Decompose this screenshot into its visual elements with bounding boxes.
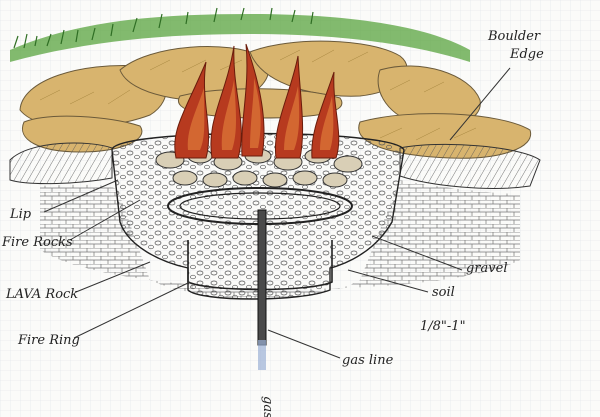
leader-lines: [43, 67, 511, 359]
flame-highlights: [187, 78, 334, 150]
lip-left: [9, 142, 113, 185]
grass-blades: [13, 7, 314, 49]
label-lip: Lip: [9, 207, 32, 222]
label-boulder: Boulder: [487, 29, 541, 44]
label-gas: gas: [260, 396, 275, 417]
label-lava-rock: LAVA Rock: [5, 287, 78, 302]
label-fire-rocks: Fire Rocks: [1, 235, 73, 250]
label-fire-ring: Fire Ring: [17, 333, 80, 348]
gas-pipe-inlet: [258, 340, 266, 370]
label-soil: soil: [432, 285, 455, 300]
label-gravel: gravel: [466, 261, 507, 276]
label-gas-line: gas line: [342, 353, 394, 368]
boulder-shading: [39, 49, 477, 141]
lip-right: [399, 143, 541, 189]
label-depth: 1/8"-1": [420, 319, 466, 334]
grass-band: [10, 14, 470, 62]
gas-pipe: [257, 209, 267, 346]
gravel-bed: [40, 180, 520, 298]
label-edge: Edge: [509, 47, 544, 62]
